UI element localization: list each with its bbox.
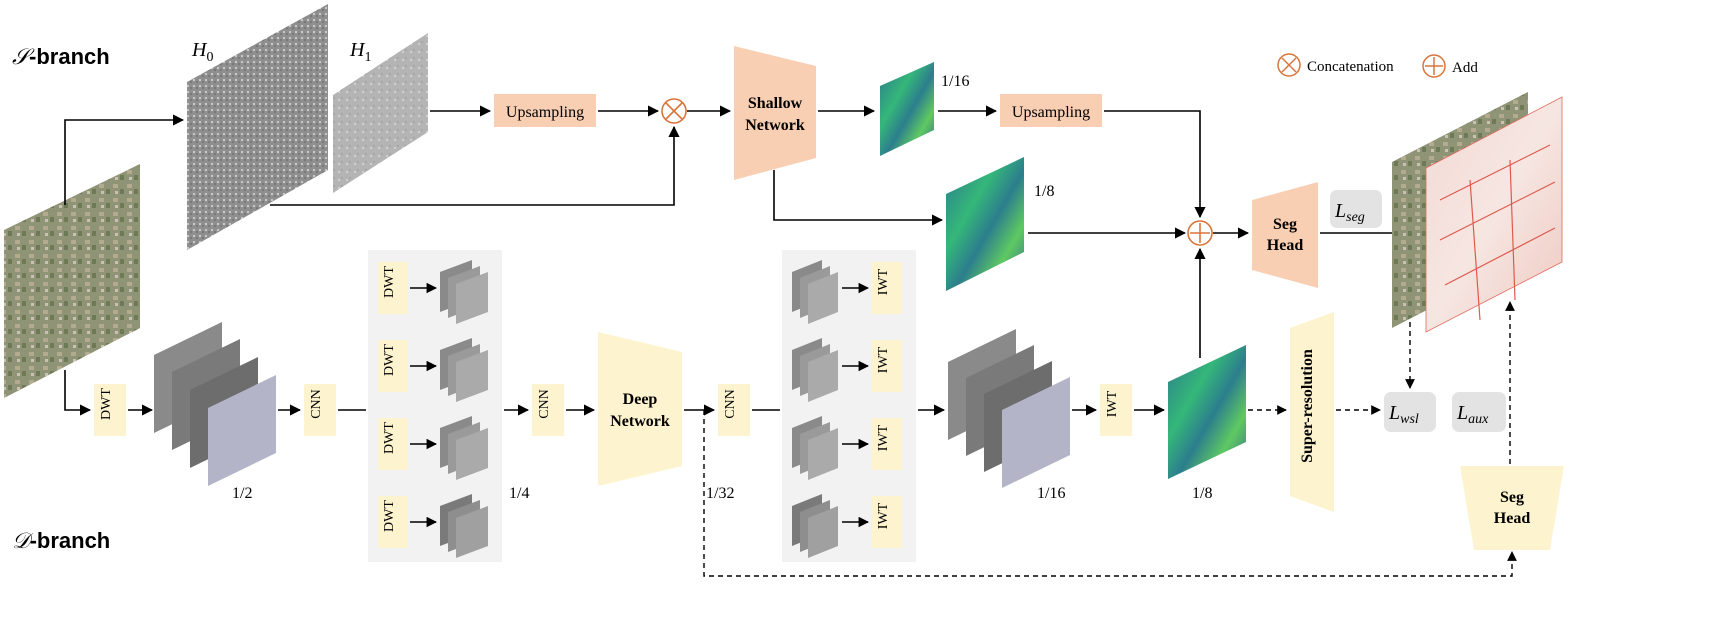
iwt-row-4-label: IWT <box>876 502 891 529</box>
legend-concat-label: Concatenation <box>1307 59 1394 75</box>
iwt-row-3-stack <box>792 416 838 480</box>
iwt-row-3-label: IWT <box>876 424 891 451</box>
iwt-row-1-label: IWT <box>876 268 891 295</box>
arrow-shallow-to-feat8 <box>773 170 944 226</box>
concat-operator <box>661 98 687 124</box>
dwt-row-2-label: DWT <box>382 344 397 376</box>
add-operator <box>1187 220 1213 246</box>
loss-wsl-box <box>1384 392 1436 432</box>
iwt-row-1-stack <box>792 260 838 324</box>
legend-concat-icon <box>1277 53 1301 77</box>
scale-d-1-8: 1/8 <box>1192 485 1212 502</box>
iwt-label-final: IWT <box>1105 390 1120 417</box>
scale-d-1-2: 1/2 <box>232 485 252 502</box>
cnn-label-3: CNN <box>723 389 738 419</box>
h0-label: H0 <box>191 39 213 65</box>
scale-d-1-4: 1/4 <box>509 485 529 502</box>
dwt-row-2-stack <box>440 338 488 402</box>
cnn-block-2 <box>532 384 564 436</box>
dwt-row-3 <box>378 418 408 470</box>
cnn-block-3 <box>718 384 750 436</box>
dwt-row-1-stack <box>440 260 488 324</box>
cnn-label-2: CNN <box>537 389 552 419</box>
dwt-block-input <box>94 384 126 436</box>
seg-head-top-block <box>1252 182 1318 288</box>
scale-d-1-32: 1/32 <box>706 485 734 502</box>
iwt-row-2-label: IWT <box>876 346 891 373</box>
iwt-row-2 <box>872 340 902 392</box>
upsampling-block-1 <box>494 94 596 127</box>
dwt-row-4-stack <box>440 494 488 558</box>
subbands-1-16 <box>948 329 1070 488</box>
upsampling-label-1: Upsampling <box>506 104 584 121</box>
deep-network-block <box>598 332 682 486</box>
dwt-row-3-label: DWT <box>382 422 397 454</box>
h1-label: H1 <box>349 39 371 65</box>
scale-d-1-16: 1/16 <box>1037 485 1065 502</box>
dwt-label-input: DWT <box>99 388 114 420</box>
output-segmentation-map <box>1425 96 1563 333</box>
arrow-input-to-h0 <box>64 114 185 205</box>
shallow-network-block <box>734 46 816 180</box>
h1-image <box>333 33 428 193</box>
iwt-row-4-stack <box>792 494 838 558</box>
loss-wsl-label: Lwsl <box>1388 402 1419 427</box>
loss-aux-box <box>1452 392 1506 432</box>
output-segmentation-lines <box>1439 144 1556 321</box>
dwt-row-1-label: DWT <box>382 266 397 298</box>
iwt-row-4 <box>872 496 902 548</box>
super-resolution-label: Super-resolution <box>1299 349 1316 463</box>
iwt-row-1 <box>872 262 902 314</box>
cnn-block-1 <box>304 384 336 436</box>
seg-head-bottom-block <box>1460 466 1564 550</box>
iwt-panel-rows: IWT IWT IWT IWT <box>792 260 902 558</box>
legend-add-label: Add <box>1452 60 1478 76</box>
arrow-input-to-dwt <box>64 370 92 416</box>
loss-seg-box <box>1330 190 1382 228</box>
upsampling-label-2: Upsampling <box>1012 104 1090 121</box>
dashed-aux-path <box>703 410 1517 577</box>
feature-map-s-1-8 <box>946 157 1024 291</box>
loss-aux-label: Laux <box>1456 402 1489 427</box>
iwt-row-3 <box>872 418 902 470</box>
input-image <box>4 164 140 398</box>
feature-map-d-1-8 <box>1168 345 1246 479</box>
dwt-row-3-stack <box>440 416 488 480</box>
dwt-row-4-label: DWT <box>382 500 397 532</box>
h0-image <box>187 4 328 250</box>
scale-s-1-8: 1/8 <box>1034 183 1054 200</box>
loss-seg-label: Lseg <box>1334 200 1365 225</box>
upsampling-block-2 <box>1000 94 1102 127</box>
super-resolution-block <box>1290 312 1334 512</box>
iwt-block-final <box>1100 384 1132 436</box>
scale-s-1-16: 1/16 <box>941 73 969 90</box>
arrow-upsampling-to-add <box>1104 110 1206 219</box>
arrow-h0-to-concat <box>270 125 680 206</box>
iwt-row-2-stack <box>792 338 838 402</box>
feature-map-s-1-16 <box>880 62 934 156</box>
d-branch-title: 𝒟-branch <box>12 528 110 553</box>
subbands-1-2 <box>154 322 276 486</box>
dwt-row-1 <box>378 262 408 314</box>
cnn-label-1: CNN <box>309 389 324 419</box>
dwt-row-2 <box>378 340 408 392</box>
legend-add-icon <box>1422 54 1446 78</box>
s-branch-title: 𝒮-branch <box>12 44 110 69</box>
dwt-row-4 <box>378 496 408 548</box>
dwt-panel-rows: DWT DWT DWT DWT <box>378 260 488 558</box>
